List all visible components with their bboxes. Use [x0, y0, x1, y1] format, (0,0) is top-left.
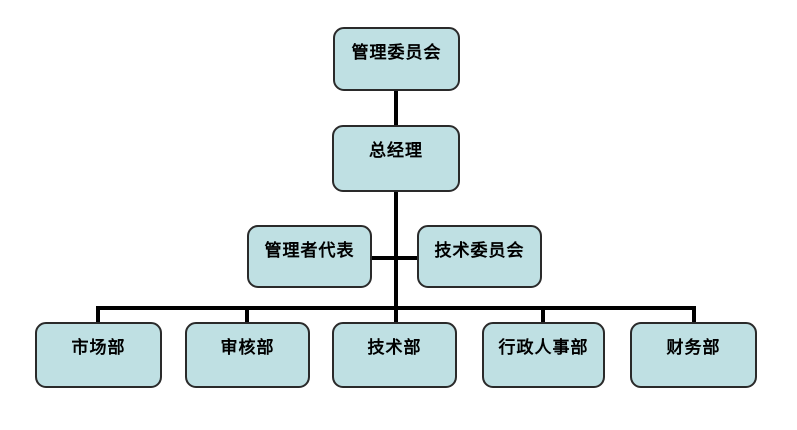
node-marketing-dept: 市场部	[35, 322, 162, 388]
node-technical-committee: 技术委员会	[417, 225, 542, 288]
connector-committee-to-gm	[394, 89, 398, 127]
node-finance-dept: 财务部	[630, 322, 757, 388]
node-audit-dept-label: 审核部	[220, 338, 275, 358]
node-admin-hr-dept: 行政人事部	[482, 322, 605, 388]
node-general-manager-label: 总经理	[369, 141, 423, 161]
node-admin-hr-dept-label: 行政人事部	[498, 338, 589, 358]
connector-drop-finance	[692, 306, 696, 323]
connector-drop-marketing	[96, 306, 100, 323]
connector-drop-audit	[245, 306, 249, 323]
connector-bus	[96, 306, 696, 310]
connector-rep-techcommittee	[370, 256, 419, 260]
node-technical-dept: 技术部	[332, 322, 457, 388]
node-general-manager: 总经理	[332, 125, 460, 192]
node-management-committee: 管理委员会	[333, 27, 460, 91]
node-audit-dept: 审核部	[185, 322, 310, 388]
node-management-representative-label: 管理者代表	[264, 241, 355, 261]
connector-drop-admin-hr	[541, 306, 545, 323]
node-management-representative: 管理者代表	[247, 225, 372, 288]
node-marketing-dept-label: 市场部	[71, 338, 126, 358]
node-technical-dept-label: 技术部	[367, 338, 422, 358]
node-finance-dept-label: 财务部	[666, 338, 721, 358]
node-management-committee-label: 管理委员会	[351, 43, 442, 63]
node-technical-committee-label: 技术委员会	[434, 241, 525, 261]
